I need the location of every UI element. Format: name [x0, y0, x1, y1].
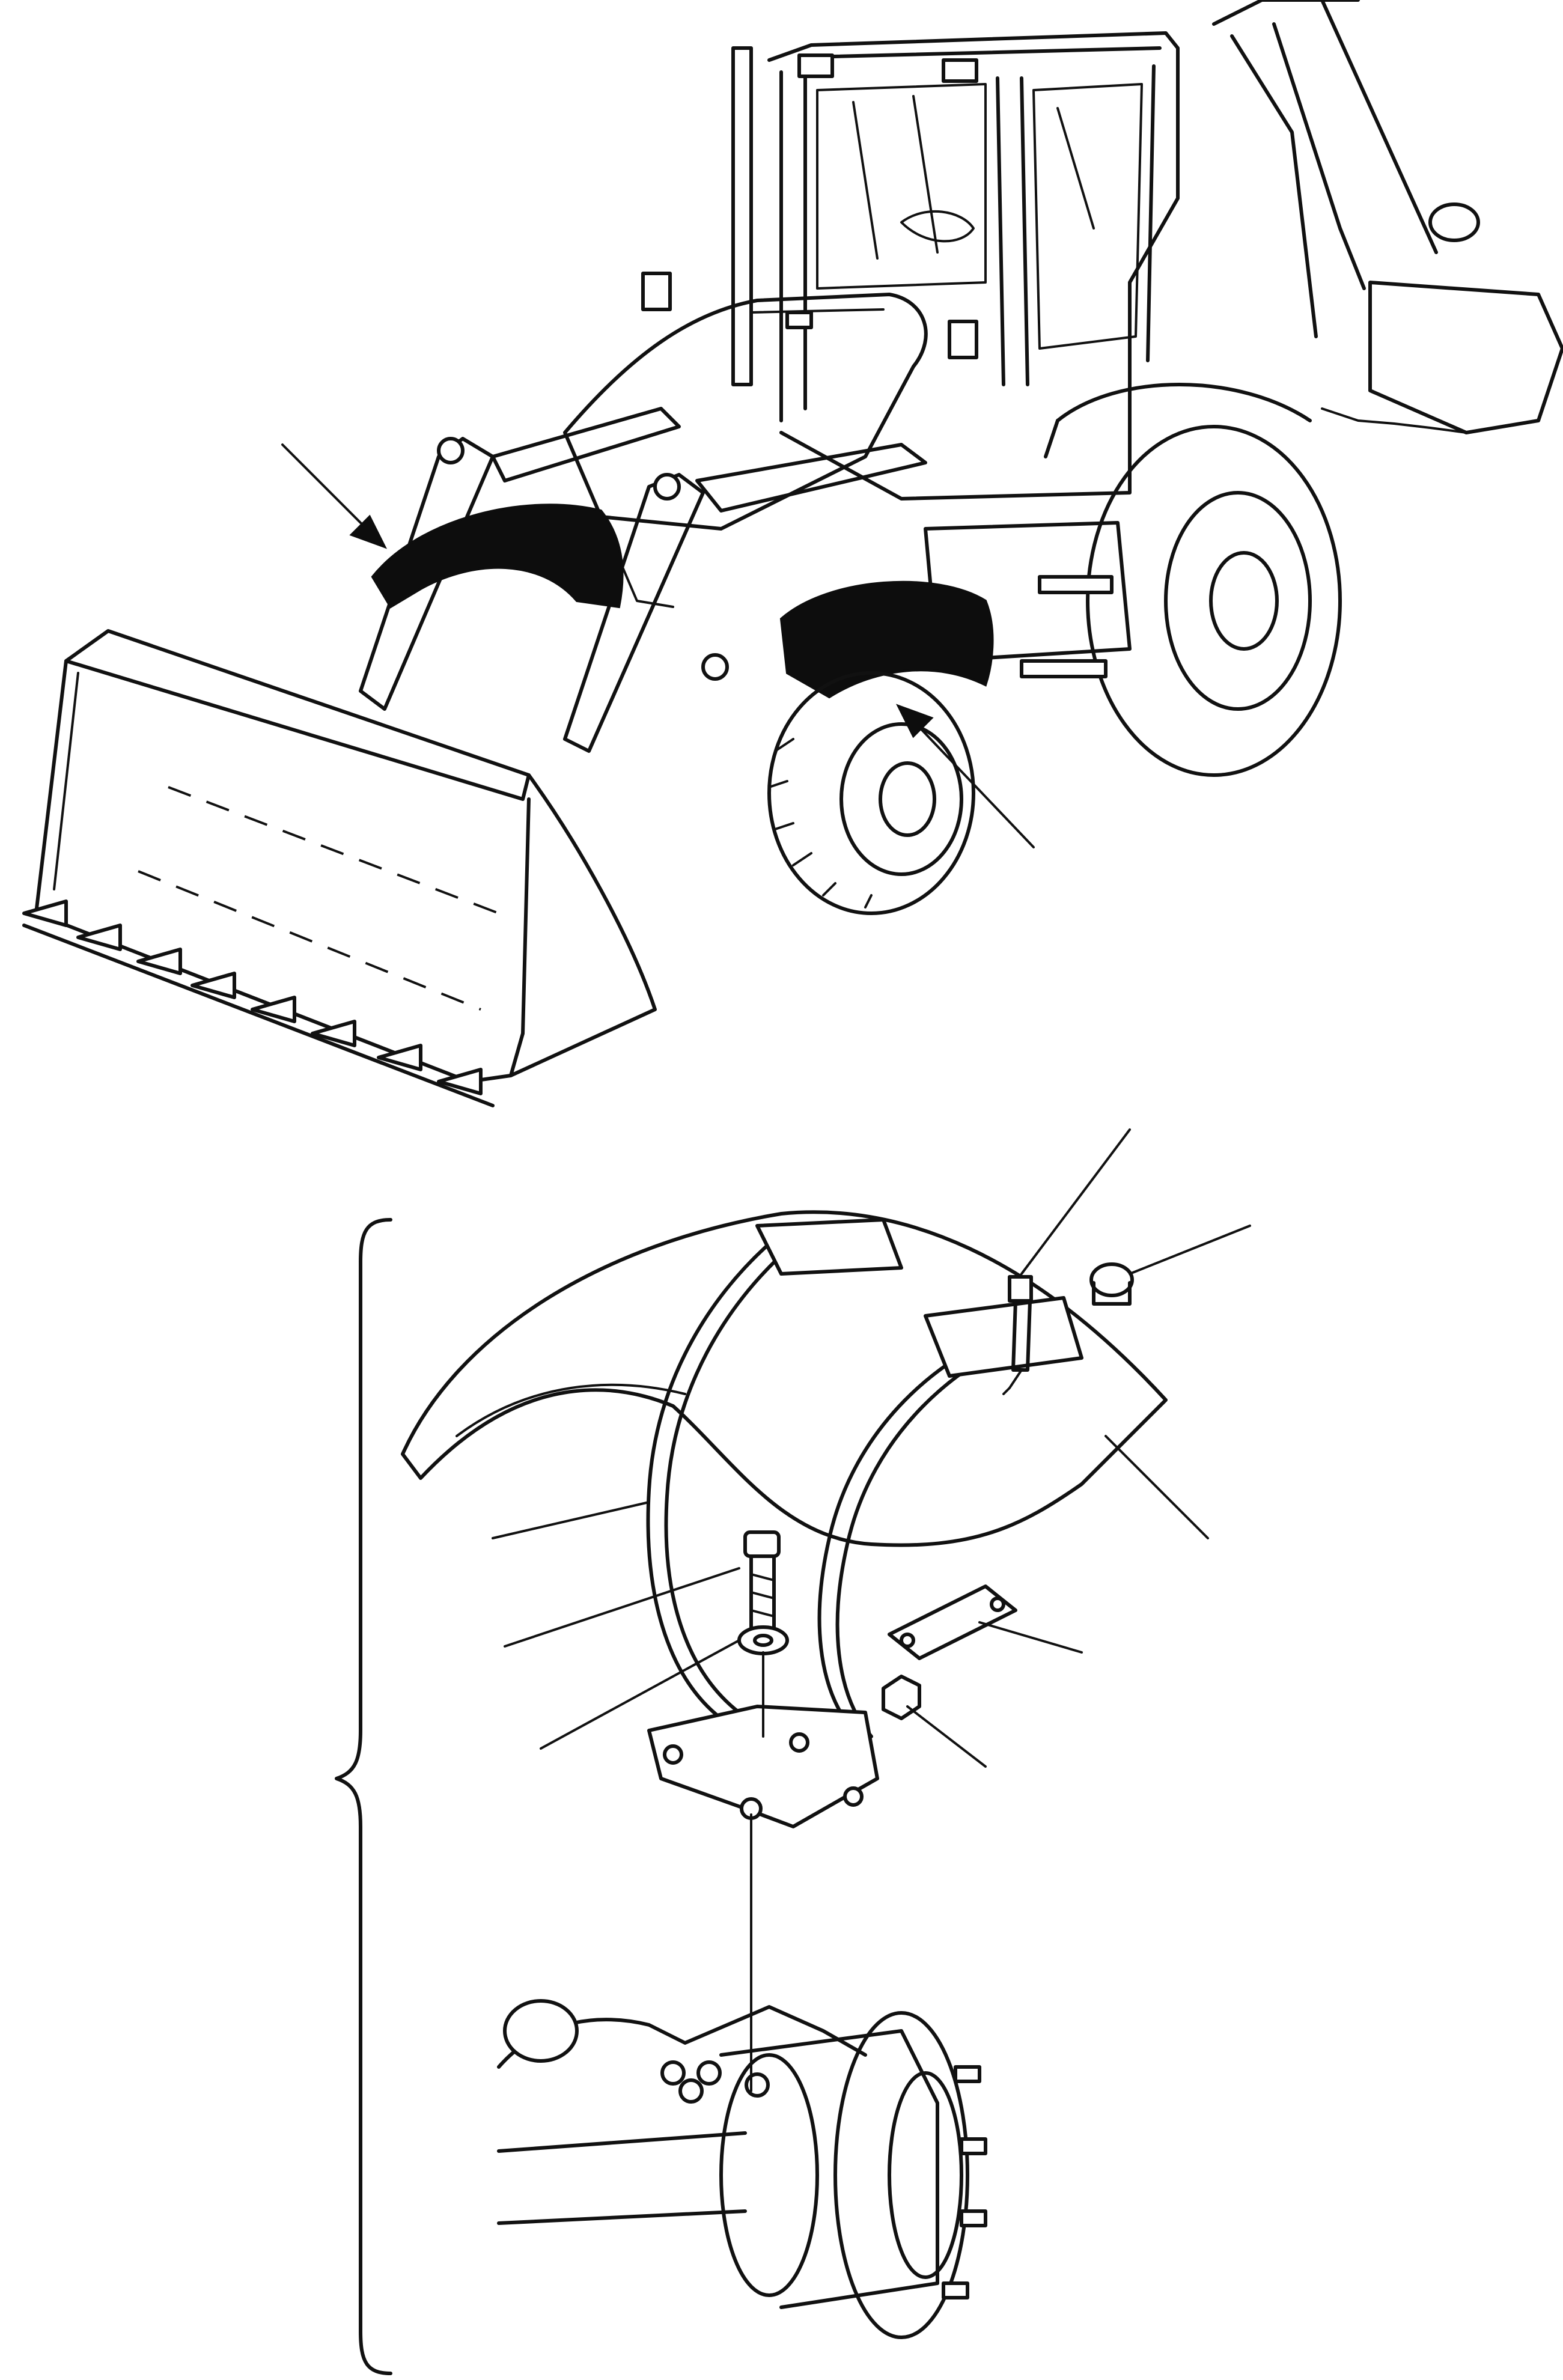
clamp-strap [888, 1584, 1017, 1660]
lower-callout-leaders [492, 1128, 1251, 1768]
fender-stay [646, 1218, 1083, 1828]
arrow-head-icon [895, 704, 934, 738]
mirror-right-icon [948, 320, 978, 359]
mirror-left-icon [641, 272, 672, 311]
front-wheel [767, 671, 975, 915]
upper-callout-arrows [281, 443, 1035, 848]
backhoe-arm [1212, 0, 1563, 434]
work-light-right-icon [942, 58, 978, 83]
lower-bolt-icon [743, 1530, 781, 1636]
base-mount-plate [647, 1705, 879, 1828]
exploded-fender-assembly [335, 1128, 1251, 2375]
work-light-left-icon [797, 53, 834, 78]
loader-bucket [22, 629, 657, 1107]
backhoe-bucket [1368, 281, 1563, 434]
bucket-teeth [22, 899, 483, 1095]
side-mount-plate [924, 1296, 1083, 1378]
exhaust-stack [731, 46, 753, 386]
fender-shell [401, 1210, 1168, 1547]
assembly-brace [335, 1218, 392, 2375]
backhoe-loader-illustration [22, 0, 1563, 1107]
front-axle-end [497, 1999, 987, 2339]
rear-wheel [1044, 383, 1342, 777]
loader-arms [359, 407, 927, 753]
bucket-cutting-edge [22, 924, 495, 1107]
arrow-head-icon [349, 514, 388, 549]
front-fender-left-highlight [371, 504, 624, 609]
front-fender-right-highlight [779, 580, 994, 699]
steering-wheel-icon [900, 210, 975, 243]
upper-bolt-icon [1002, 1275, 1033, 1395]
fuel-tank [924, 521, 1132, 678]
upper-mount-plate [755, 1218, 903, 1276]
cab [641, 31, 1180, 501]
cap-nut-icon [1089, 1262, 1134, 1306]
